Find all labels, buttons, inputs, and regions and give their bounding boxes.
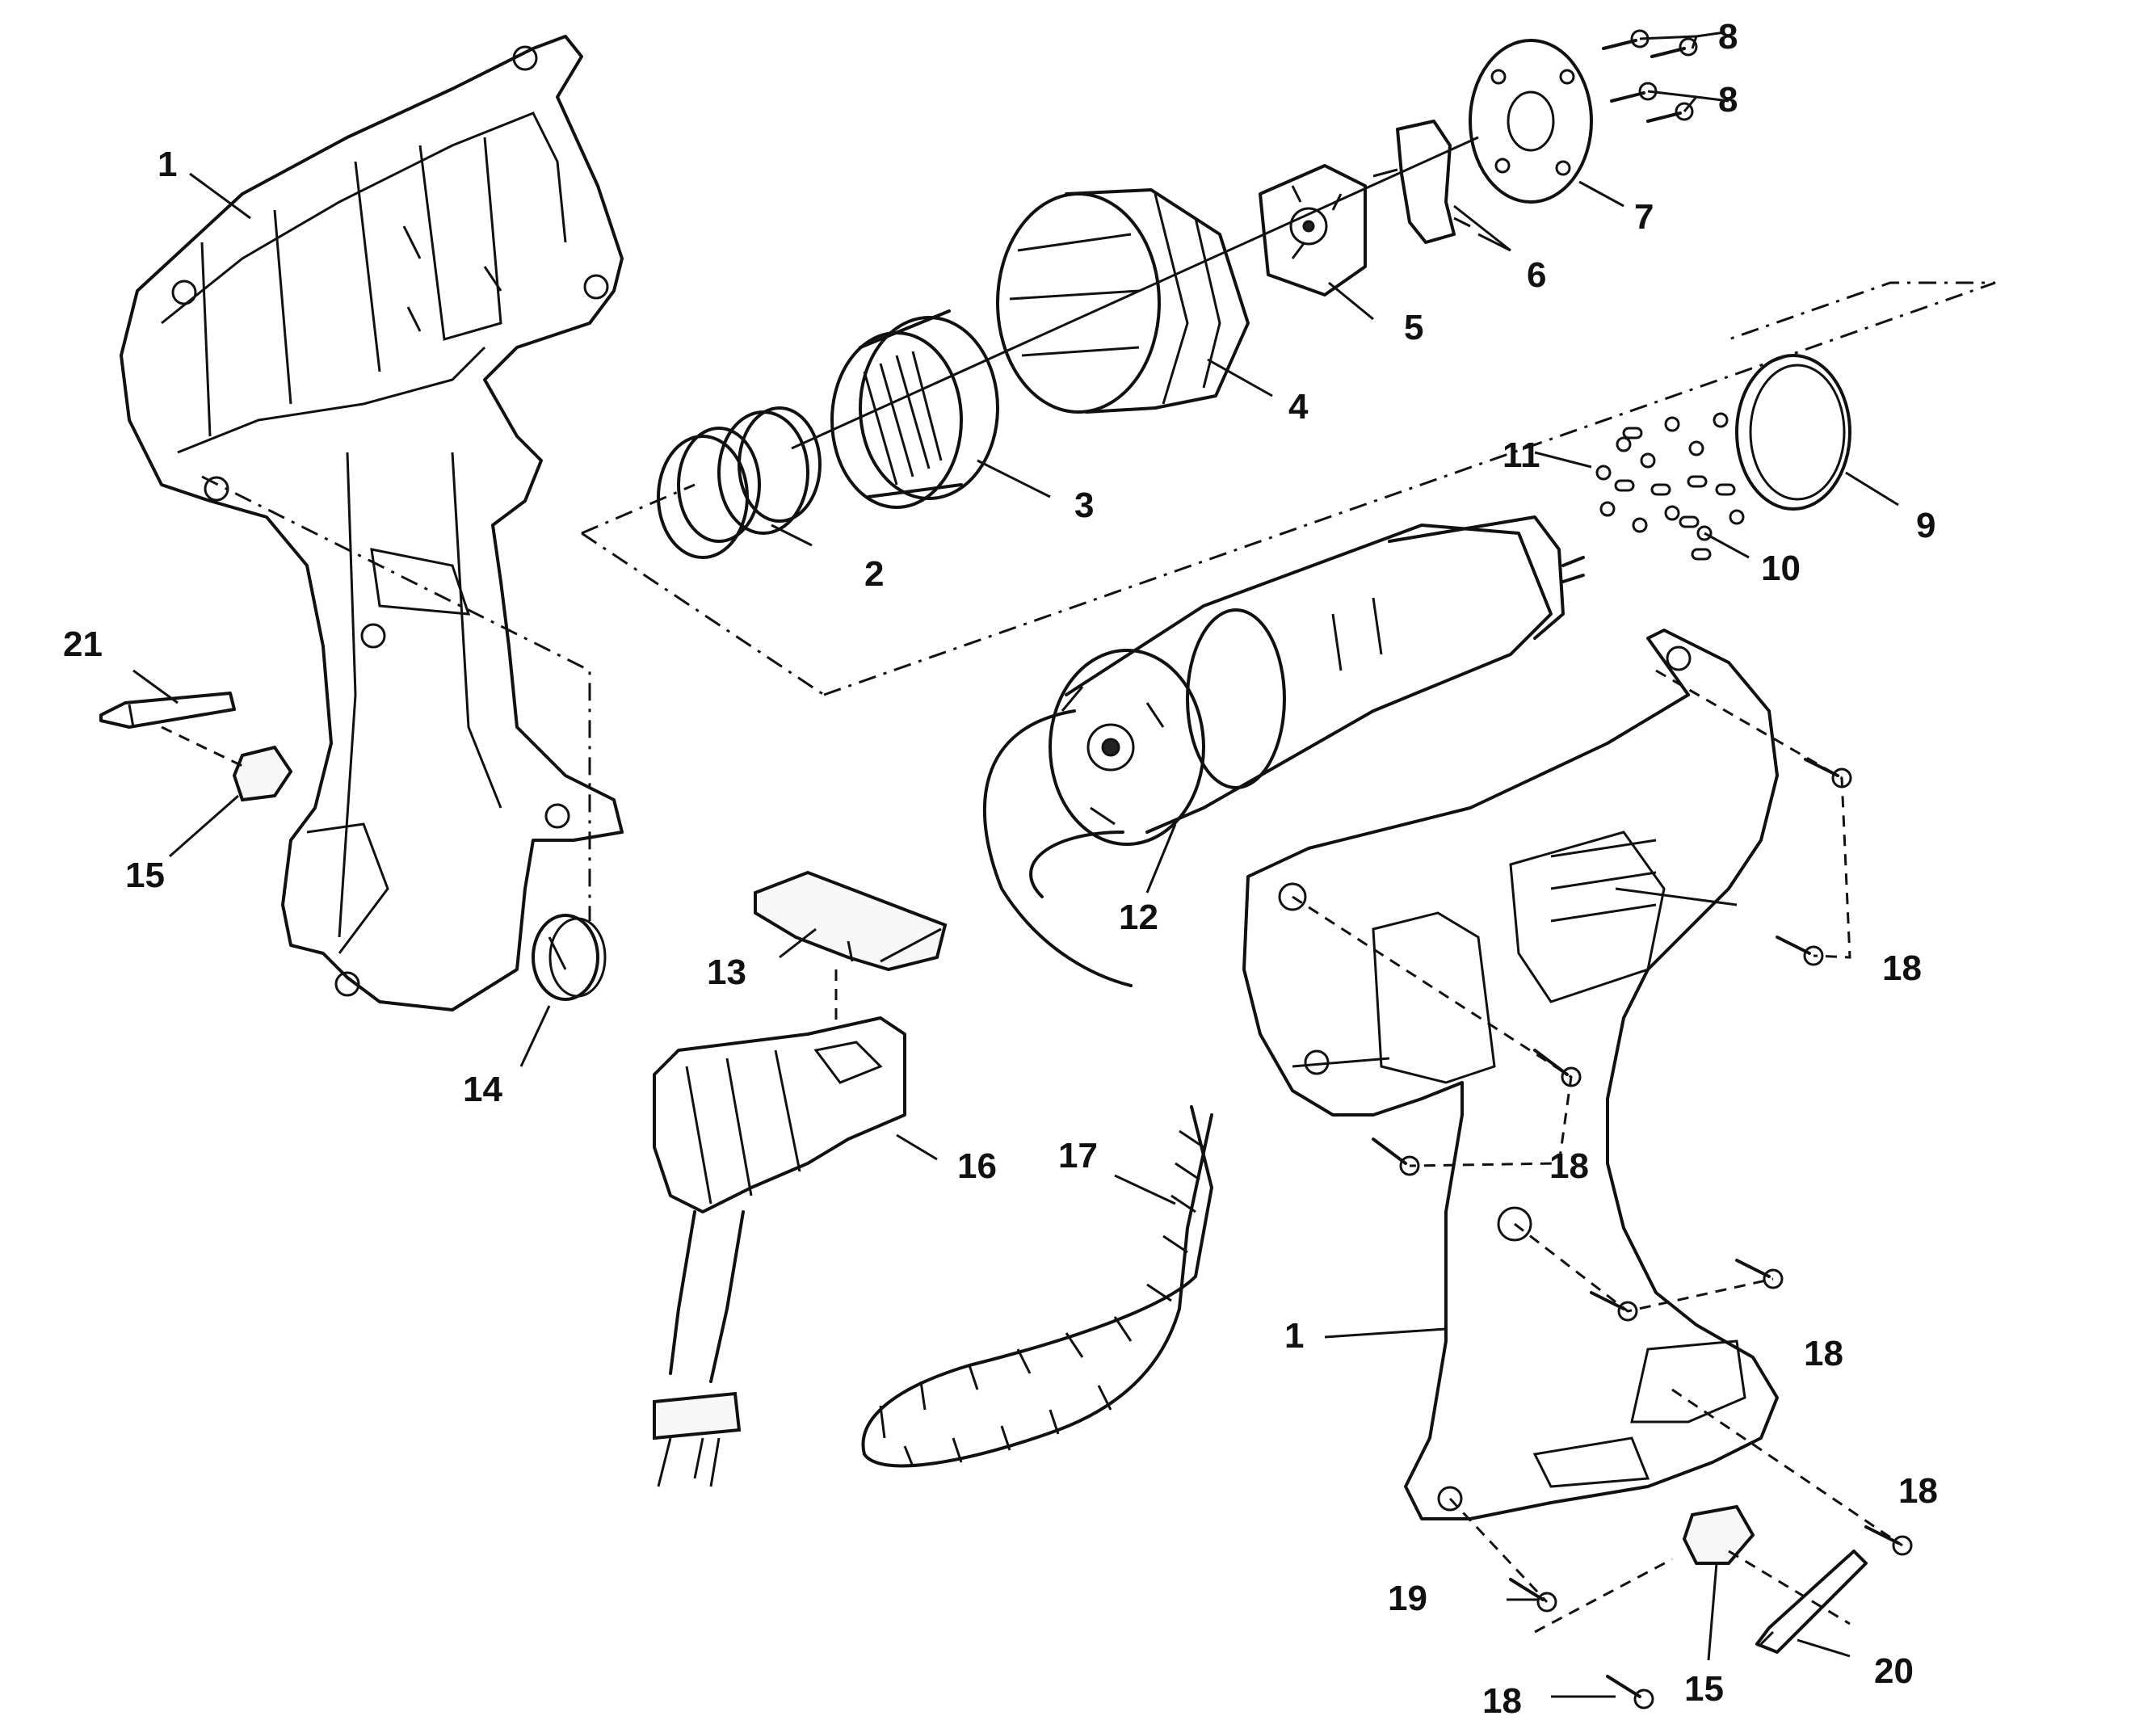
gear-plate-part-5 [1259,164,1367,296]
bit-holder-left-part-15 [161,725,293,802]
callout-15b: 15 [1684,1669,1724,1709]
callout-20: 20 [1874,1651,1914,1691]
callout-19: 19 [1388,1579,1427,1618]
right-assembly-lines [1292,669,1903,1634]
left-assembly-line [201,475,591,921]
callout-14: 14 [463,1070,502,1109]
callout-12: 12 [1119,898,1158,937]
trigger-cap-part-13 [754,870,948,1022]
callout-13: 13 [707,953,746,992]
callout-17: 17 [1058,1136,1098,1175]
cap-part-14 [532,914,607,1001]
clips-part-6 [1372,120,1471,244]
right-housing-half [1242,629,1779,1520]
callout-3: 3 [1074,486,1094,525]
callout-4: 4 [1288,387,1309,427]
wrist-strap-part-17 [861,1105,1213,1468]
o-ring-part-9 [1735,354,1851,511]
callout-1a: 1 [158,145,177,184]
screws-part-18 [1372,758,1913,1709]
callout-15a: 15 [125,856,165,895]
clutch-springs-part-2 [657,406,822,559]
leader-lines [132,31,1899,1698]
callout-18b: 18 [1549,1146,1589,1186]
motor-part-12 [982,515,1585,987]
callout-18d: 18 [1898,1471,1938,1511]
callout-11: 11 [1502,435,1540,475]
callout-7: 7 [1634,197,1654,237]
callout-8b: 8 [1718,80,1738,120]
callout-10: 10 [1761,549,1801,588]
callout-labels: 1 1 2 3 4 5 6 7 8 8 9 10 11 12 13 14 15 … [63,17,1938,1720]
callout-16: 16 [957,1146,997,1186]
callout-2: 2 [864,554,884,594]
cover-plate-part-7 [1469,39,1593,204]
bit-part-20 [1755,1550,1868,1654]
callout-21: 21 [63,624,103,664]
screw-part-19 [1509,1578,1557,1613]
callout-8a: 8 [1718,17,1738,57]
callout-1b: 1 [1284,1316,1304,1356]
callout-18a: 18 [1882,948,1922,988]
bit-part-21 [99,692,236,729]
callout-9: 9 [1916,506,1935,545]
callout-6: 6 [1527,255,1546,295]
screws-part-8 [1602,29,1698,123]
switch-part-16 [653,1016,906,1487]
callout-5: 5 [1404,308,1423,347]
clutch-assembly-bracket [581,281,1996,696]
callout-18e: 18 [1482,1681,1522,1720]
callout-18c: 18 [1804,1334,1843,1373]
ring-gear-housing-part-3 [830,309,999,509]
balls-and-pins-parts-10-11 [1595,412,1745,561]
clutch-collar-part-4 [996,188,1250,414]
bit-holder-right-part-15 [1682,1504,1755,1565]
left-housing-half [120,35,624,1011]
gear-stack-axis [791,136,1479,450]
